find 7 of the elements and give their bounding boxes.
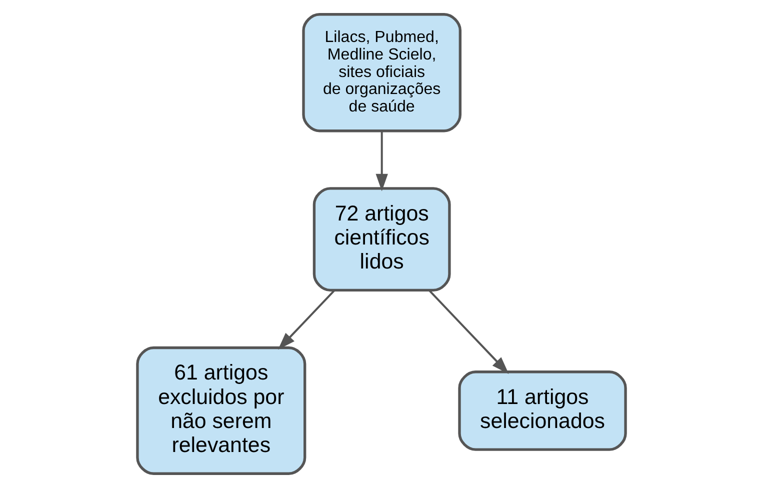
node-box: 61 artigos excluidos por não serem relevantes xyxy=(136,346,306,474)
arrow xyxy=(428,289,509,374)
arrow xyxy=(278,289,336,350)
node-box: 72 artigos científicos lidos xyxy=(312,186,451,292)
node-box: Lilacs, Pubmed, Medline Scielo, sites oficiais de organizações de saúde xyxy=(302,12,462,132)
node-box: 11 artigos selecionados xyxy=(458,370,627,450)
arrow xyxy=(376,130,388,191)
